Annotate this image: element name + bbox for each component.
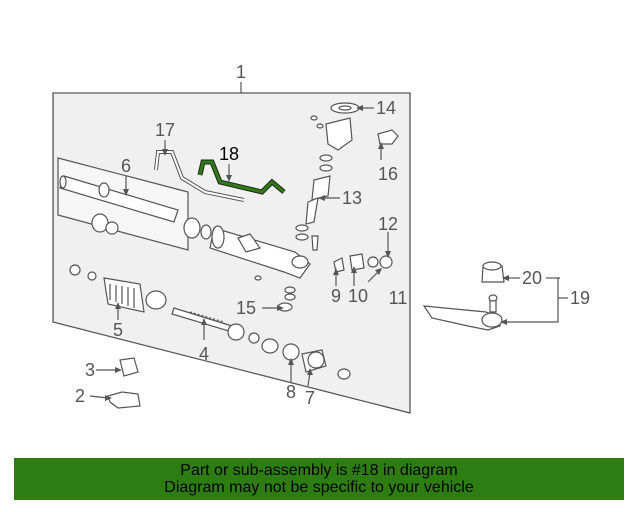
- parts-2-3: [107, 357, 141, 409]
- callout-6: 6: [121, 156, 131, 176]
- callout-16: 16: [378, 164, 398, 184]
- part-16-fitting: [377, 129, 399, 145]
- callout-5: 5: [113, 320, 123, 340]
- callout-19: 19: [570, 288, 590, 308]
- banner-line-1: Part or sub-assembly is #18 in diagram: [180, 462, 458, 479]
- callout-20: 20: [522, 268, 542, 288]
- callout-2: 2: [75, 386, 85, 406]
- callout-14: 14: [376, 98, 396, 118]
- callout-8: 8: [286, 382, 296, 402]
- callout-17: 17: [155, 120, 175, 140]
- part-5-boot: [69, 264, 167, 313]
- callout-3: 3: [85, 360, 95, 380]
- valve-stack: [277, 102, 360, 312]
- rack-housing: [183, 217, 311, 281]
- callout-7: 7: [305, 388, 315, 408]
- info-banner: Part or sub-assembly is #18 in diagram D…: [14, 458, 624, 500]
- part-19-tie-rod-end: [422, 261, 505, 331]
- banner-line-2: Diagram may not be specific to your vehi…: [164, 479, 474, 496]
- parts-7-8: [282, 343, 351, 380]
- callout-15: 15: [236, 298, 256, 318]
- callout-labels: 1 17 18 6 14 16 13 12 9 10 11 15 5 4 8 7…: [75, 62, 590, 408]
- callout-4: 4: [199, 344, 209, 364]
- part-18-pipe-highlighted: [197, 159, 286, 195]
- callout-11: 11: [389, 288, 408, 308]
- callout-12: 12: [378, 214, 398, 234]
- callout-1: 1: [236, 62, 246, 82]
- leader-arrows: [105, 105, 509, 401]
- callout-13: 13: [342, 188, 362, 208]
- part-4-rack: [171, 307, 279, 354]
- callout-10: 10: [348, 286, 368, 306]
- parts-9-12: [333, 253, 393, 273]
- callout-9: 9: [331, 286, 341, 306]
- callout-18: 18: [219, 144, 239, 164]
- part-6-tube: [59, 175, 179, 235]
